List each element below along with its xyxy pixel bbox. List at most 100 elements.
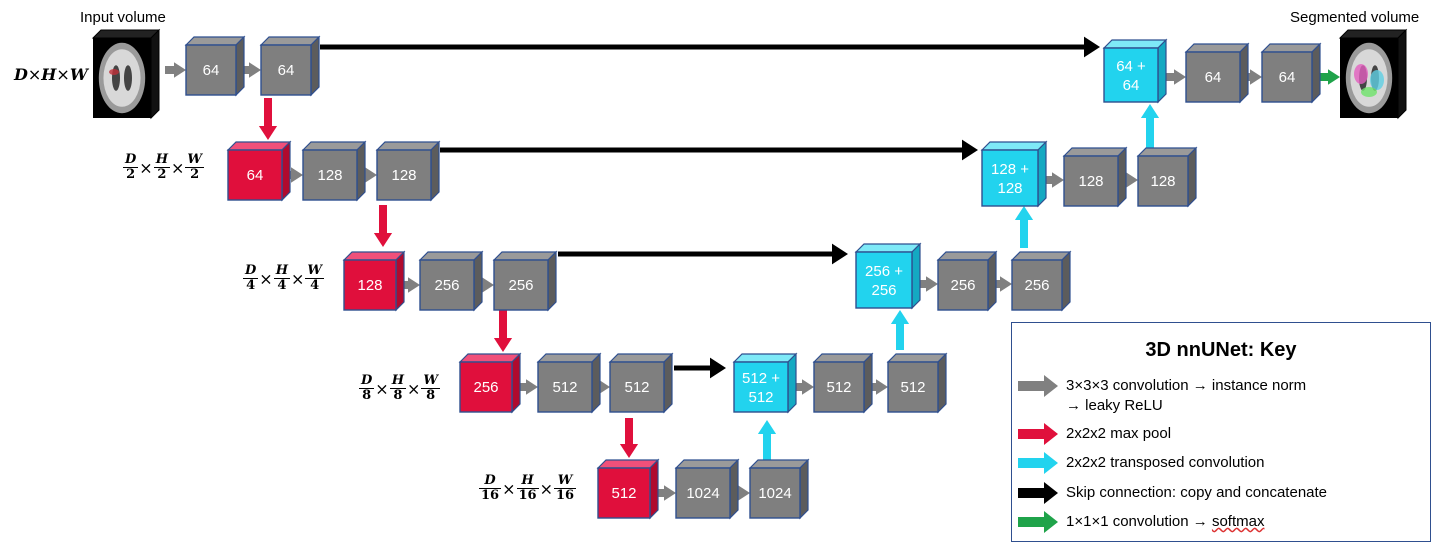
block-conv-512: 512 — [536, 352, 602, 414]
block-side-face — [356, 140, 366, 202]
block-conv-1024: 1024 — [674, 458, 740, 520]
block-side-face — [395, 250, 405, 312]
block-conv-128: 128 — [375, 140, 441, 202]
volume-side-face — [150, 28, 160, 120]
times-sign: × — [259, 269, 273, 289]
segment-overlay — [1354, 64, 1368, 84]
block-pool-256: 256 — [458, 352, 522, 414]
numerator: H — [153, 152, 170, 169]
block-pool-64: 64 — [226, 140, 292, 202]
block-label: 512 — [900, 379, 925, 396]
brain-tissue — [103, 49, 141, 107]
block-top-face — [536, 353, 602, 363]
block-top-face — [732, 353, 798, 363]
conv-arrow — [796, 379, 814, 395]
skip-arrow — [320, 36, 1100, 58]
brain-ventricle — [124, 65, 132, 91]
key-panel: 3D nnUNet: Key 3×3×3 convolution → insta… — [1011, 322, 1431, 542]
block-conv-1024: 1024 — [748, 458, 810, 520]
block-conv-64: 64 — [1260, 42, 1322, 104]
segment-overlay — [1370, 70, 1384, 90]
times-sign: × — [27, 65, 42, 84]
times-sign: × — [290, 269, 305, 289]
block-label: 128 — [357, 277, 382, 294]
gray-arrow-shape — [1018, 375, 1058, 397]
denominator: 16 — [518, 488, 537, 504]
denominator: 8 — [393, 388, 403, 404]
block-side-face — [787, 352, 797, 414]
times-sign: × — [170, 158, 185, 178]
block-front-face — [937, 259, 989, 311]
times-sign: × — [139, 158, 153, 178]
denominator: 8 — [362, 388, 372, 404]
block-side-face — [1157, 38, 1167, 104]
block-top-face — [184, 36, 246, 46]
block-front-face — [343, 259, 397, 311]
block-up-64: 64 +64 — [1102, 38, 1168, 104]
block-side-face — [1311, 42, 1321, 104]
block-side-face — [987, 250, 997, 312]
block-conv-128: 128 — [301, 140, 367, 202]
times-sign: × — [56, 65, 70, 84]
block-front-face — [1261, 51, 1313, 103]
block-side-face — [430, 140, 440, 202]
block-side-face — [281, 140, 291, 202]
red-arrow-icon — [1018, 423, 1058, 445]
volumes-layer — [91, 28, 1408, 120]
block-label-line2: 512 — [748, 389, 773, 406]
block-label: 256 — [434, 277, 459, 294]
block-top-face — [812, 353, 874, 363]
block-side-face — [473, 250, 483, 312]
denominator: 4 — [310, 278, 320, 294]
block-front-face — [1063, 155, 1119, 207]
block-side-face — [235, 35, 245, 97]
block-front-face — [1011, 259, 1063, 311]
block-front-face — [376, 149, 432, 201]
green-arrow-shape — [1018, 511, 1058, 533]
block-top-face — [608, 353, 674, 363]
block-label: 512 + — [742, 370, 780, 387]
block-conv-256: 256 — [1010, 250, 1072, 312]
block-label: 64 + — [1116, 58, 1146, 75]
skip-arrow — [558, 243, 848, 265]
block-conv-256: 256 — [418, 250, 484, 312]
block-side-face — [663, 352, 673, 414]
block-label: 1024 — [758, 485, 791, 502]
block-label: 256 — [1024, 277, 1049, 294]
block-label: 64 — [1279, 69, 1296, 86]
numerator: D — [123, 152, 139, 169]
skip-arrow — [440, 139, 978, 161]
block-label: 64 — [278, 62, 295, 79]
segment-overlay — [1361, 87, 1377, 97]
block-front-face — [813, 361, 865, 413]
numerator: W — [421, 373, 440, 390]
cyan-arrow-icon — [1018, 452, 1058, 474]
block-top-face — [886, 353, 948, 363]
black-arrow-icon — [1018, 482, 1058, 504]
block-front-face — [537, 361, 593, 413]
block-conv-256: 256 — [492, 250, 558, 312]
block-label: 64 — [247, 167, 264, 184]
block-label: 512 — [611, 485, 636, 502]
numerator: W — [305, 263, 324, 280]
block-front-face — [981, 149, 1039, 207]
block-conv-64: 64 — [1184, 42, 1250, 104]
denominator: 2 — [157, 167, 167, 183]
brain-tissue — [1350, 49, 1388, 107]
block-label: 512 — [826, 379, 851, 396]
input-volume-image — [91, 28, 161, 120]
conv-arrow — [165, 62, 186, 78]
block-label: 64 — [1205, 69, 1222, 86]
block-pool-128: 128 — [342, 250, 406, 312]
block-top-face — [492, 251, 558, 261]
block-top-face — [748, 459, 810, 469]
block-top-face — [1102, 39, 1168, 49]
volume-side-face — [1397, 28, 1407, 120]
